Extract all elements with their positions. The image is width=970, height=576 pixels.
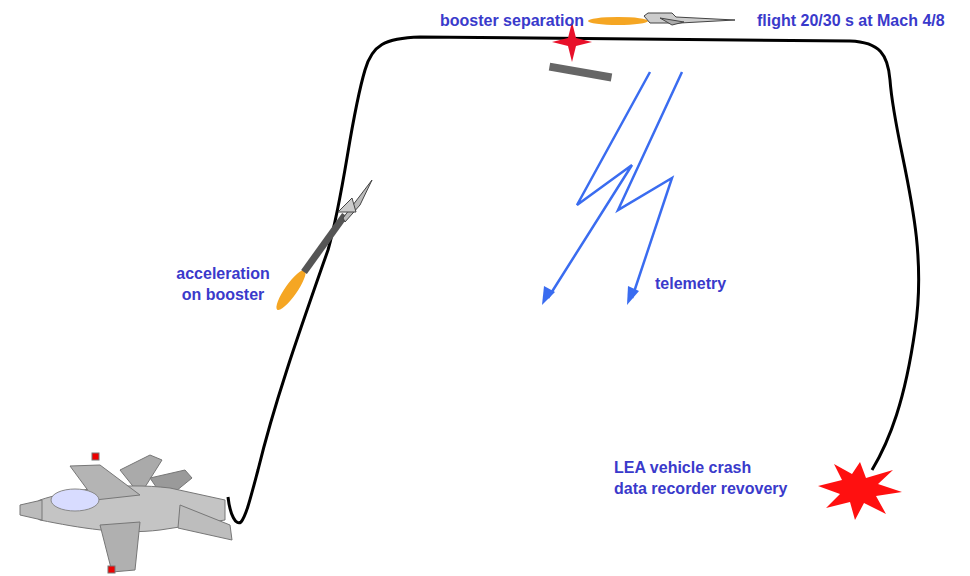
booster-flame <box>272 267 309 313</box>
spent-booster <box>549 63 612 82</box>
annotation-label: booster separation <box>440 10 584 31</box>
crash-burst <box>818 462 902 520</box>
annotation-label: acceleration on booster <box>176 263 269 305</box>
vehicle-flame <box>588 17 648 25</box>
trajectory <box>228 37 919 523</box>
annotation-label: LEA vehicle crash data recorder revovery <box>614 457 787 499</box>
lea-vehicle <box>644 13 735 23</box>
vehicle-wing <box>338 198 356 212</box>
telemetry-signal <box>548 72 682 298</box>
booster <box>304 215 345 272</box>
annotation-label: flight 20/30 s at Mach 4/8 <box>757 10 945 31</box>
annotation-label: telemetry <box>655 273 726 294</box>
carrier-aircraft <box>20 453 232 573</box>
vehicle-wing <box>660 18 684 25</box>
arrowhead <box>542 286 555 305</box>
arrowhead <box>627 286 639 305</box>
lea-vehicle <box>343 180 372 222</box>
